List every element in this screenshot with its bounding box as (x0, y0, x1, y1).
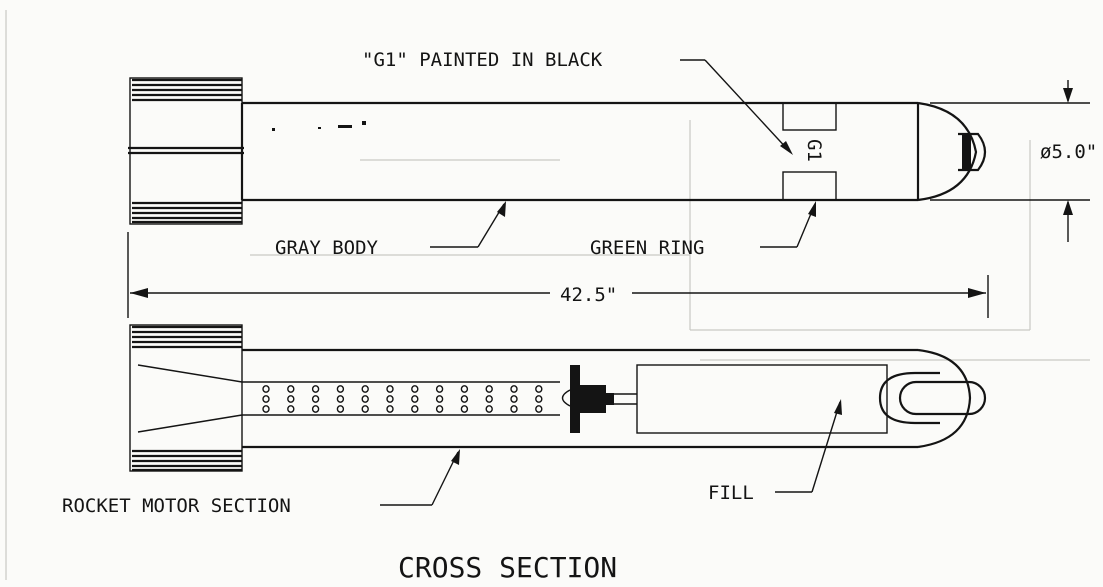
perforation-dot (435, 405, 444, 413)
nose-cone (917, 101, 987, 202)
perforation-dot (460, 385, 469, 393)
section-body-outline (242, 348, 972, 449)
perforation-dot (262, 385, 270, 393)
perforation-dot (411, 395, 419, 403)
fuze (878, 371, 987, 425)
perforation-dot (287, 405, 295, 413)
section-tail-fins (129, 324, 243, 472)
perforation-dot (361, 405, 369, 413)
bulkhead (561, 365, 637, 433)
perforation-dot (386, 405, 394, 413)
g1-painted-label: "G1" PAINTED IN BLACK (362, 49, 603, 71)
rocket-motor-leader (380, 449, 460, 506)
perforation-dot (411, 405, 419, 413)
perforation-dot (386, 395, 394, 403)
propellant-perforations (262, 385, 543, 413)
perforation-dot (262, 395, 270, 403)
background-scan-artifacts (5, 10, 1090, 580)
g1-leader (680, 59, 793, 155)
perforation-dot (435, 395, 444, 403)
perforation-dot (485, 405, 493, 413)
perforation-dot (411, 385, 419, 393)
perforation-dot (535, 395, 543, 403)
diameter-dimension (930, 80, 1090, 242)
perforation-dot (435, 385, 444, 393)
rocket-motor-label: ROCKET MOTOR SECTION (62, 495, 291, 517)
perforation-dot (336, 395, 345, 403)
perforation-dot (287, 395, 295, 403)
green-ring-band (782, 102, 837, 201)
length-dimension (127, 232, 989, 318)
perforation-dot (510, 385, 518, 393)
cross-section-title: CROSS SECTION (398, 551, 617, 584)
gray-body-leader (430, 201, 506, 248)
length-label: 42.5" (560, 284, 617, 306)
perforation-dot (361, 395, 369, 403)
green-ring-label: GREEN RING (590, 237, 704, 259)
tail-fins-top (128, 77, 244, 225)
perforation-dot (535, 405, 543, 413)
perforation-dot (361, 385, 369, 393)
perforation-dot (287, 385, 295, 393)
fill-leader (775, 399, 842, 493)
gray-body-label: GRAY BODY (275, 237, 379, 259)
fill-label: FILL (708, 482, 754, 504)
perforation-dot (485, 385, 493, 393)
perforation-dot (485, 395, 493, 403)
perforation-dot (535, 385, 543, 393)
g1-marking: G1 (803, 139, 825, 162)
green-ring-leader (760, 201, 816, 248)
perforation-dot (311, 395, 320, 403)
diameter-label: ø5.0" (1040, 141, 1097, 163)
perforation-dot (262, 405, 270, 413)
fill-cavity (636, 364, 888, 434)
perforation-dot (336, 385, 345, 393)
perforation-dot (386, 385, 394, 393)
perforation-dot (460, 395, 469, 403)
nozzle (137, 364, 560, 433)
exterior-view: G1 (128, 77, 987, 225)
paint-specks (272, 121, 366, 131)
perforation-dot (510, 395, 518, 403)
cross-section-view (129, 324, 987, 472)
perforation-dot (460, 405, 469, 413)
perforation-dot (311, 405, 320, 413)
perforation-dot (510, 405, 518, 413)
perforation-dot (336, 405, 345, 413)
perforation-dot (311, 385, 320, 393)
